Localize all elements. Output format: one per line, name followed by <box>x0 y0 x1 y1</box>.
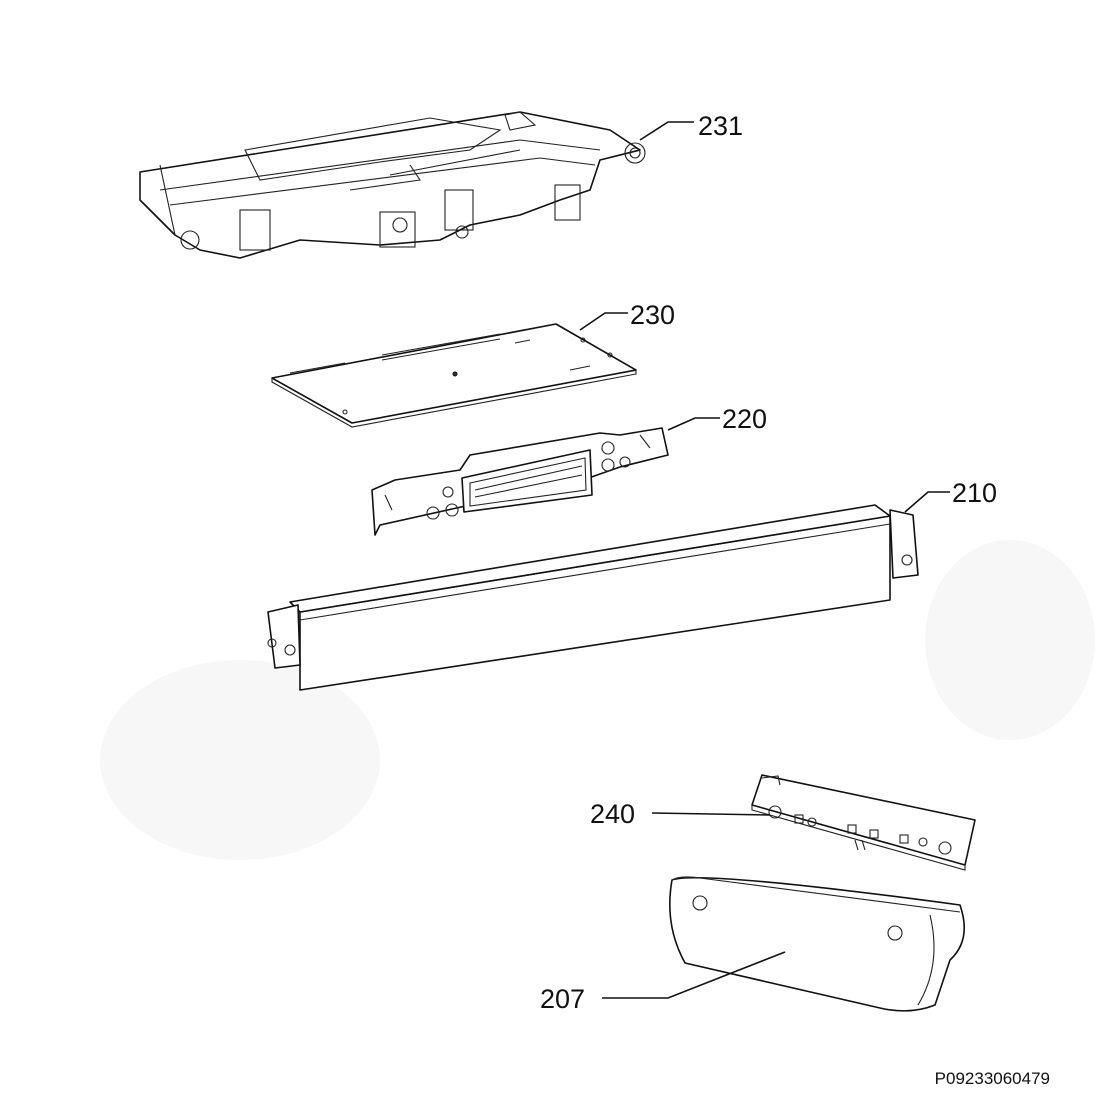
leader-230 <box>579 312 628 331</box>
callout-210: 210 <box>952 478 997 508</box>
callout-207: 207 <box>540 984 585 1014</box>
leader-207 <box>602 951 786 999</box>
callout-231: 231 <box>698 111 743 141</box>
part-231-frame <box>139 111 646 259</box>
part-207-handle-cover <box>669 876 966 1012</box>
leader-231 <box>639 121 694 141</box>
reference-code: P09233060479 <box>935 1069 1050 1088</box>
part-210-front-panel <box>267 504 919 691</box>
leader-240 <box>651 812 771 816</box>
leader-210 <box>904 491 950 513</box>
leader-220 <box>667 417 720 431</box>
part-240-key-board <box>751 774 976 871</box>
background-shading <box>100 540 1095 860</box>
callout-220: 220 <box>722 404 767 434</box>
part-220-display-board <box>371 427 669 536</box>
part-230-main-board <box>271 323 637 428</box>
callout-240: 240 <box>590 799 635 829</box>
callout-230: 230 <box>630 300 675 330</box>
